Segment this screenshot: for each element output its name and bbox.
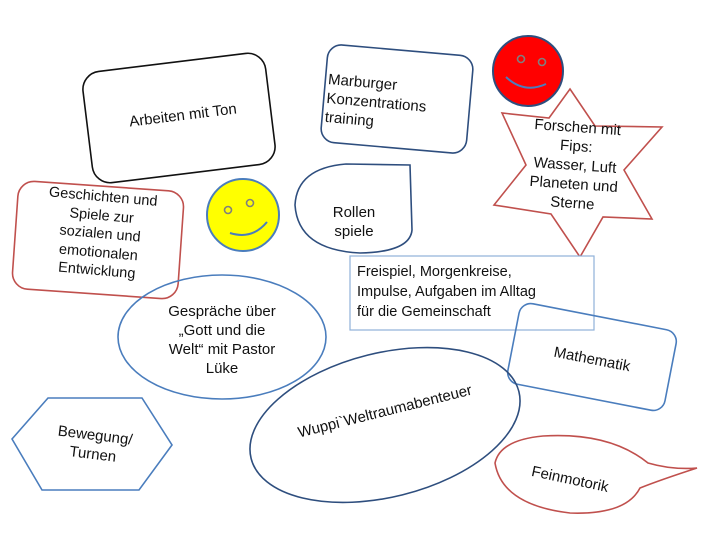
node-marburger-shape	[320, 44, 474, 154]
node-freispiel-shape	[349, 255, 595, 331]
node-mathematik-shape	[506, 302, 678, 412]
node-geschichten-shape	[11, 180, 185, 300]
smiley-red-icon	[492, 35, 564, 107]
smiley-yellow-icon	[206, 178, 280, 252]
node-rollenspiele-shape	[294, 163, 413, 254]
node-gespraeche-label: Gespräche über „Gott und die Welt“ mit P…	[168, 303, 276, 377]
node-freispiel-label: Freispiel, Morgenkreise, Impulse, Aufgab…	[357, 264, 536, 320]
node-feinmotorik-shape	[494, 434, 698, 514]
node-forschen-label: Forschen mit Fips: Wasser, Luft Planeten…	[528, 116, 622, 214]
node-geschichten-label: Geschichten und Spiele zur sozialen und …	[48, 184, 159, 283]
node-rollenspiele-label: Rollen spiele	[332, 204, 376, 240]
node-gespraeche-shape	[117, 274, 327, 400]
node-marburger-label: Marburger Konzentrations training	[324, 70, 427, 131]
node-wuppi-shape	[249, 346, 521, 504]
node-ton-shape	[82, 52, 276, 184]
node-bewegung-shape	[11, 397, 173, 491]
